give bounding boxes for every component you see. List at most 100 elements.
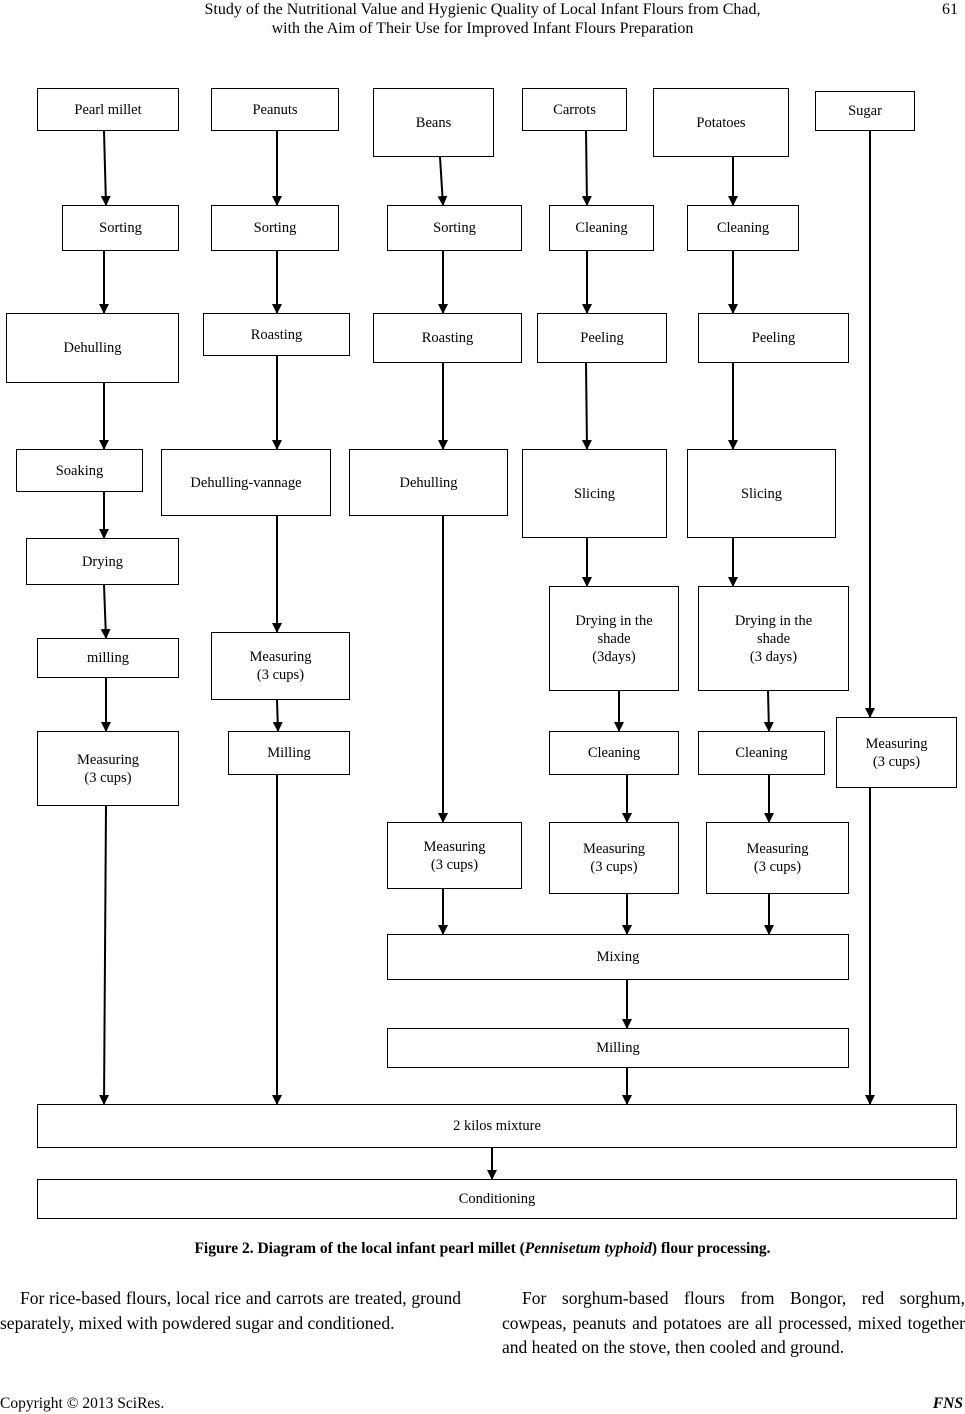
node-label: 2 kilos mixture	[453, 1118, 541, 1134]
arrow-carrot-peeling-to-carrot-slicing	[581, 362, 592, 450]
node-label: Cleaning	[575, 220, 628, 236]
node-potato-cleaning-2: Cleaning	[698, 731, 825, 775]
node-label: Drying in the shade (3 days)	[734, 612, 813, 665]
node-label: Roasting	[421, 330, 474, 346]
node-potatoes: Potatoes	[653, 88, 789, 157]
node-bean-sorting: Sorting	[387, 205, 522, 251]
node-peanut-dehulling-vannage: Dehulling-vannage	[161, 449, 331, 516]
node-label: Measuring (3 cups)	[582, 841, 645, 875]
node-label: Beans	[415, 114, 452, 131]
node-pearl-millet: Pearl millet	[37, 88, 179, 131]
node-carrot-cleaning-2: Cleaning	[549, 731, 679, 775]
node-peanut-roasting: Roasting	[203, 313, 350, 356]
node-carrot-measuring: Measuring (3 cups)	[549, 822, 679, 894]
node-label: Measuring (3 cups)	[746, 841, 809, 875]
node-carrot-slicing: Slicing	[522, 449, 667, 538]
node-millet-measuring: Measuring (3 cups)	[37, 731, 179, 806]
node-sugar: Sugar	[815, 91, 915, 131]
node-peanut-measuring: Measuring (3 cups)	[211, 632, 350, 700]
node-label: Carrots	[553, 101, 596, 118]
node-label: Measuring (3 cups)	[423, 838, 486, 873]
arrow-carrots-to-carrot-cleaning	[581, 130, 592, 206]
body-paragraph-left-text: For rice-based flours, local rice and ca…	[0, 1288, 461, 1333]
node-label: Slicing	[740, 485, 783, 502]
node-millet-sorting: Sorting	[62, 205, 179, 251]
node-bean-roasting: Roasting	[373, 313, 522, 363]
caption-species: Pennisetum typhoid	[524, 1240, 652, 1257]
node-millet-milling: milling	[37, 638, 179, 678]
body-paragraph-right: For sorghum-based flours from Bongor, re…	[502, 1286, 965, 1360]
node-label: Milling	[267, 745, 311, 761]
arrow-pearl-millet-to-millet-sorting	[100, 130, 111, 206]
node-label: Soaking	[55, 462, 104, 479]
node-bean-measuring: Measuring (3 cups)	[387, 822, 522, 889]
node-label: Cleaning	[716, 220, 770, 236]
node-final-milling: Milling	[387, 1028, 849, 1068]
node-conditioning: Conditioning	[37, 1179, 957, 1219]
copyright-notice: Copyright © 2013 SciRes.	[0, 1395, 165, 1412]
node-label: Milling	[596, 1040, 640, 1056]
node-label: Measuring (3 cups)	[865, 735, 928, 770]
node-label: milling	[87, 650, 129, 666]
node-label: Cleaning	[587, 745, 641, 761]
running-title: Study of the Nutritional Value and Hygie…	[100, 0, 865, 38]
node-label: Measuring (3 cups)	[249, 649, 312, 683]
page-number: 61	[942, 1, 958, 18]
node-carrot-drying-shade: Drying in the shade (3days)	[549, 586, 679, 691]
node-potato-drying-shade: Drying in the shade (3 days)	[698, 586, 849, 691]
node-label: Peeling	[751, 330, 796, 346]
arrow-millet-drying-to-millet-milling	[100, 584, 111, 639]
node-label: Sorting	[253, 220, 297, 236]
node-potato-cleaning: Cleaning	[687, 205, 799, 251]
figure-caption: Figure 2. Diagram of the local infant pe…	[0, 1240, 965, 1258]
node-label: Cleaning	[735, 745, 788, 761]
body-paragraph-right-text: For sorghum-based flours from Bongor, re…	[502, 1288, 965, 1357]
node-label: Pearl millet	[74, 101, 142, 118]
node-carrots: Carrots	[522, 88, 627, 131]
node-label: Slicing	[573, 485, 616, 502]
node-potato-peeling: Peeling	[698, 313, 849, 363]
arrow-peanut-measuring-to-peanut-milling	[272, 699, 283, 732]
node-label: Drying	[81, 553, 124, 570]
node-label: Dehulling	[399, 474, 458, 491]
node-potato-measuring: Measuring (3 cups)	[706, 822, 849, 894]
arrow-beans-to-bean-sorting	[437, 156, 448, 206]
node-label: Mixing	[596, 949, 640, 965]
node-label: Dehulling-vannage	[190, 474, 302, 491]
node-label: Peanuts	[252, 101, 298, 118]
node-sugar-measuring: Measuring (3 cups)	[836, 717, 957, 788]
node-label: Sorting	[433, 220, 476, 236]
page-header: Study of the Nutritional Value and Hygie…	[0, 0, 965, 40]
node-mixing: Mixing	[387, 934, 849, 980]
running-title-line-1: Study of the Nutritional Value and Hygie…	[204, 1, 761, 18]
node-peanut-milling: Milling	[228, 731, 350, 775]
node-label: Dehulling	[63, 340, 122, 356]
journal-abbreviation: FNS	[932, 1395, 963, 1412]
running-title-line-2: with the Aim of Their Use for Improved I…	[271, 20, 694, 37]
node-bean-dehulling: Dehulling	[349, 449, 508, 516]
node-millet-soaking: Soaking	[16, 449, 143, 492]
caption-suffix: ) flour processing.	[651, 1240, 771, 1257]
node-mixture: 2 kilos mixture	[37, 1104, 957, 1148]
caption-prefix: Figure 2. Diagram of the local infant pe…	[194, 1240, 525, 1257]
arrow-potato-drying-shade-to-potato-cleaning-2	[763, 690, 774, 732]
node-potato-slicing: Slicing	[687, 449, 836, 538]
node-peanuts: Peanuts	[211, 88, 339, 131]
node-label: Measuring (3 cups)	[76, 751, 139, 786]
node-label: Peeling	[580, 330, 624, 346]
body-paragraph-left: For rice-based flours, local rice and ca…	[0, 1286, 461, 1335]
node-millet-drying: Drying	[26, 538, 179, 585]
node-label: Sugar	[848, 103, 882, 119]
node-carrot-peeling: Peeling	[537, 313, 667, 363]
flowchart-connectors	[99, 130, 875, 1180]
node-beans: Beans	[373, 88, 494, 157]
node-millet-dehulling: Dehulling	[6, 313, 179, 383]
node-label: Potatoes	[696, 114, 746, 131]
node-label: Drying in the shade (3days)	[575, 612, 653, 665]
node-label: Sorting	[99, 220, 142, 236]
node-carrot-cleaning: Cleaning	[549, 205, 654, 251]
node-label: Conditioning	[458, 1191, 536, 1207]
node-label: Roasting	[250, 326, 303, 343]
arrow-millet-measuring-to-mixture	[99, 805, 110, 1105]
node-peanut-sorting: Sorting	[211, 205, 339, 251]
